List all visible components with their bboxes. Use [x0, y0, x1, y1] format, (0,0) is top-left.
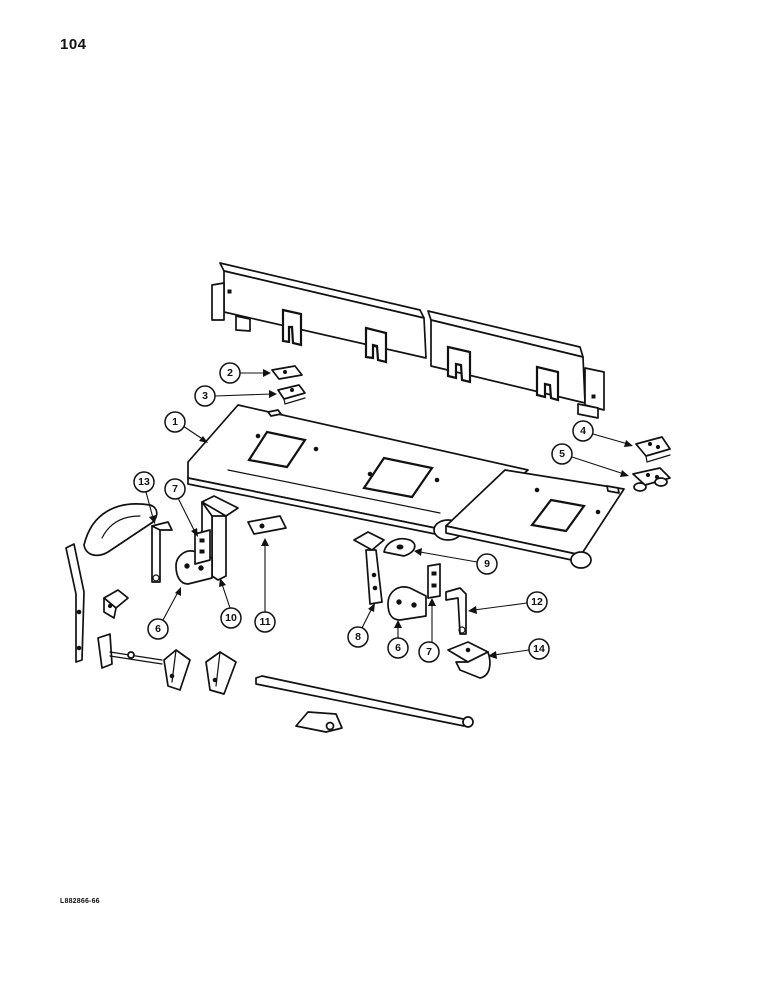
bracket-part-14: [447, 641, 491, 679]
callout-9: 9: [414, 548, 498, 575]
callout-label: 6: [395, 642, 401, 654]
figure-code: L882866-66: [60, 898, 100, 905]
bracket-part-6-right: [387, 586, 427, 621]
callout-4: 4: [572, 420, 633, 447]
rod-bracket: [295, 711, 343, 733]
callout-label: 12: [531, 596, 543, 608]
long-rod: [255, 675, 474, 728]
plate-part-7-left: [194, 529, 211, 565]
callout-13: 13: [133, 471, 156, 524]
clip-part-2: [271, 365, 303, 380]
bracket-part-8: [353, 531, 385, 605]
callout-label: 10: [225, 612, 237, 624]
callout-6-right: 6: [387, 620, 409, 659]
callout-6-left: 6: [147, 587, 181, 640]
callout-label: 11: [259, 616, 270, 628]
support-arm: [65, 543, 85, 663]
callout-11: 11: [254, 538, 276, 633]
callout-8: 8: [347, 603, 375, 648]
callout-2: 2: [219, 362, 271, 384]
bent-rod-part-12: [445, 587, 467, 635]
handle-grip: [83, 503, 158, 557]
callout-5: 5: [551, 443, 629, 477]
callout-1: 1: [164, 411, 208, 443]
center-shield-part-1: [187, 404, 529, 541]
bent-rod-part-13: [151, 521, 173, 583]
right-shield: [445, 469, 625, 569]
callout-label: 1: [172, 416, 178, 428]
callout-3: 3: [194, 385, 277, 407]
callout-label: 6: [155, 623, 161, 635]
callout-label: 14: [533, 643, 545, 655]
page-number: 104: [60, 36, 87, 53]
callout-label: 7: [426, 646, 432, 658]
callout-label: 4: [580, 425, 586, 437]
rear-shield-left: [211, 262, 427, 364]
callout-label: 3: [202, 390, 208, 402]
bracket-clamp-right: [205, 651, 237, 695]
callout-label: 2: [227, 367, 233, 379]
clip-part-3: [277, 384, 306, 405]
callout-14: 14: [488, 638, 550, 660]
small-bracket-left: [103, 589, 129, 619]
callout-label: 5: [559, 448, 565, 460]
callout-label: 7: [172, 483, 178, 495]
callout-7-left: 7: [164, 478, 198, 537]
plate-part-7-right: [427, 563, 441, 599]
bracket-clamp-left: [163, 649, 191, 691]
callout-12: 12: [468, 591, 548, 614]
rear-shield-right: [427, 310, 605, 419]
pivot-pin: [97, 633, 163, 669]
callout-7-right: 7: [418, 598, 440, 663]
hinge-plate-part-5: [632, 467, 671, 492]
callout-label: 13: [138, 476, 150, 488]
hinge-plate-part-4: [635, 436, 671, 463]
plate-part-11: [247, 515, 287, 535]
callout-label: 8: [355, 631, 361, 643]
callout-10: 10: [219, 578, 242, 629]
clip-part-9: [383, 537, 416, 557]
callout-label: 9: [484, 558, 490, 570]
